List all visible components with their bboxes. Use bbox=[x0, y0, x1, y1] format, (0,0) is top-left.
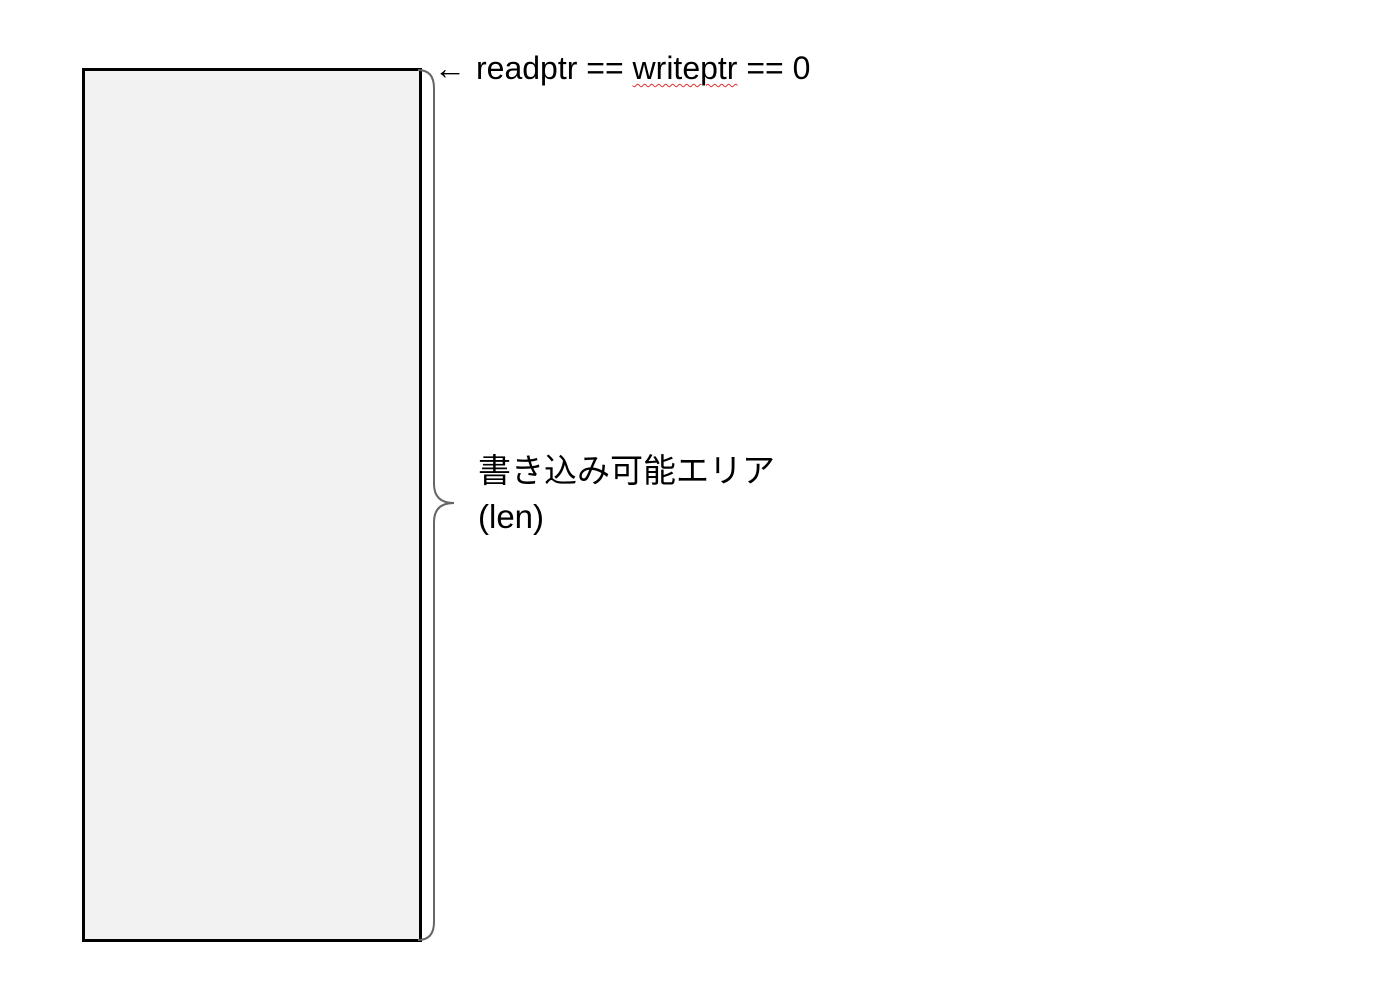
writable-area-title: 書き込み可能エリア bbox=[478, 452, 775, 489]
buffer-block bbox=[82, 68, 422, 942]
pointer-annotation: ← readptr == writeptr == 0 bbox=[434, 48, 810, 88]
curly-brace-icon bbox=[417, 69, 455, 941]
pointer-text-suffix: == 0 bbox=[737, 50, 811, 86]
pointer-text-prefix: readptr == bbox=[476, 50, 633, 86]
writable-area-length: (len) bbox=[478, 498, 545, 535]
pointer-text-writeptr: writeptr bbox=[632, 50, 738, 86]
left-arrow-icon: ← bbox=[434, 50, 466, 86]
writable-area-annotation: 書き込み可能エリア (len) bbox=[478, 448, 775, 540]
